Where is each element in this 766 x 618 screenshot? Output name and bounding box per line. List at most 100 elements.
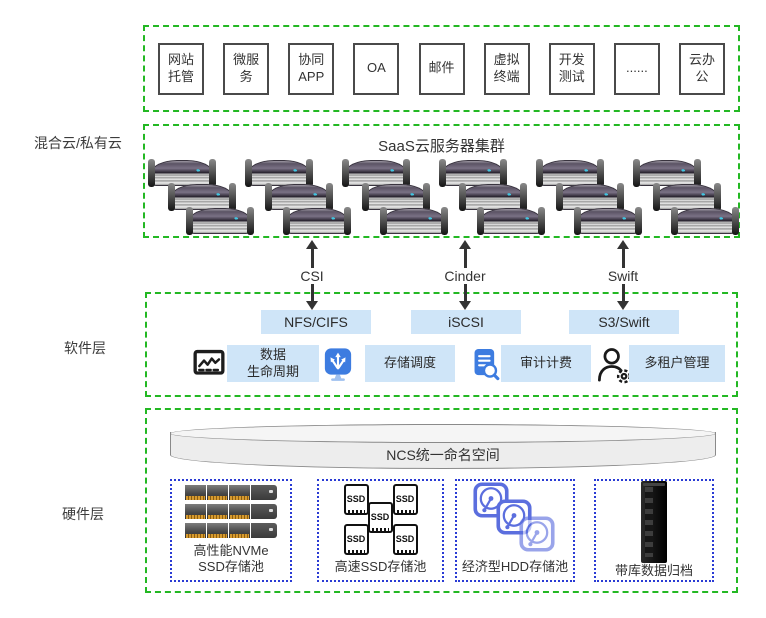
pool-label: 高速SSD存储池 [335,559,427,580]
ssd-chip-icon: SSD [392,483,418,515]
ssd-chip-icon: SSD [392,523,418,555]
server-icon [342,159,410,187]
pool-label-line1: 经济型HDD存储池 [461,558,569,574]
app-box-virtual-desktop: 虚拟终端 [483,42,530,95]
hardware-layer-label: 硬件层 [62,506,104,522]
hardware-layer-band: NCS统一命名空间 高性能NVMe SSD存储池 SSD SSD SSD [145,408,738,593]
server-icon [633,159,701,187]
pool-label-line1: 带库数据归档 [614,563,693,578]
feature-label: 审计计费 [501,345,591,382]
nvme-ssd-icon [172,481,290,543]
app-label: 协同APP [298,51,325,84]
saas-cluster-band: SaaS云服务器集群 [143,124,740,238]
app-label: ...... [626,60,648,76]
server-icon [556,183,624,211]
server-icon [671,207,739,235]
app-label: 云办公 [688,51,715,84]
arrow-down-icon [617,301,629,310]
app-box-mail: 邮件 [418,42,465,95]
app-label: 开发测试 [558,51,585,84]
hdd-grid [469,482,561,558]
app-label: 微服务 [233,51,260,84]
software-layer-label: 软件层 [64,340,106,356]
server-icon [574,207,642,235]
software-layer-band: NFS/CIFS iSCSI S3/Swift 数据 生命周期 [145,292,738,397]
protocol-s3-swift: S3/Swift [569,310,679,334]
app-box-microservice: 微服务 [223,42,270,95]
server-icon [148,159,216,187]
arrow-up-icon [306,240,318,249]
cylinder-top [170,424,716,443]
arrow-down-icon [306,301,318,310]
connector-label: Swift [604,268,642,284]
namespace-label: NCS统一命名空间 [386,447,500,463]
pool-label-line2: SSD存储池 [198,558,264,574]
pool-nvme-ssd: 高性能NVMe SSD存储池 [170,479,292,582]
server-icon [536,159,604,187]
server-row [148,159,701,187]
nvme-rows [185,485,277,539]
protocol-nfs-cifs: NFS/CIFS [261,310,371,334]
nvme-row [185,523,277,539]
feature-multi-tenant: 多租户管理 [593,345,725,383]
server-row [168,183,721,211]
data-lifecycle-icon [191,347,227,381]
arrow-up-icon [617,240,629,249]
ssd-grid: SSD SSD SSD SSD SSD [339,483,423,556]
server-icon [380,207,448,235]
pool-label: 高性能NVMe SSD存储池 [193,543,268,581]
app-box-ellipsis: ...... [613,42,660,95]
feature-label-line1: 审计计费 [519,355,572,371]
feature-label: 存储调度 [365,345,455,382]
app-box-dev-test: 开发测试 [548,42,595,95]
audit-billing-icon [469,347,501,381]
namespace-cylinder: NCS统一命名空间 [170,424,716,472]
pool-label: 带库数据归档 [615,563,693,584]
pool-label-line1: 高性能NVMe [193,542,269,558]
app-label: OA [366,60,386,76]
app-box-oa: OA [353,42,400,95]
app-box-cloud-office: 云办公 [679,42,725,95]
applications-band: 网站托管 微服务 协同APP OA 邮件 虚拟终端 开发测试 ...... 云办… [143,25,740,112]
feature-audit-billing: 审计计费 [469,345,591,382]
tape-library-icon [596,481,712,563]
ssd-chip-icon: SSD [343,523,369,555]
server-icon [283,207,351,235]
cinder-connector-arrow: Cinder [441,240,489,310]
hdd-disks-icon [457,481,573,559]
server-icon [459,183,527,211]
cloud-layer-label: 混合云/私有云 [34,135,122,151]
server-icon [245,159,313,187]
app-label: 网站托管 [167,51,194,84]
server-icon [168,183,236,211]
app-box-collab-app: 协同APP [288,42,335,95]
tape-tower [641,481,667,563]
app-box-web-hosting: 网站托管 [158,42,204,95]
feature-label-line2: 生命周期 [246,363,299,379]
swift-connector-arrow: Swift [604,240,642,310]
app-label: 邮件 [428,60,455,76]
feature-label-line1: 存储调度 [383,355,436,371]
pool-high-speed-ssd: SSD SSD SSD SSD SSD 高速SSD存储池 [317,479,444,582]
pool-label: 经济型HDD存储池 [462,559,568,580]
server-icon [362,183,430,211]
protocol-iscsi: iSCSI [411,310,521,334]
feature-data-lifecycle: 数据 生命周期 [191,345,319,382]
ssd-chips-icon: SSD SSD SSD SSD SSD [319,481,442,559]
server-icon [439,159,507,187]
feature-label: 数据 生命周期 [227,345,319,382]
pool-economy-hdd: 经济型HDD存储池 [455,479,575,582]
server-row [186,207,739,235]
ssd-chip-icon: SSD [343,483,369,515]
arrow-up-icon [459,240,471,249]
saas-cluster-title: SaaS云服务器集群 [378,138,505,155]
nvme-row [185,504,277,520]
feature-label-line1: 多租户管理 [644,355,710,371]
ssd-chip-icon: SSD [367,501,393,533]
server-icon [477,207,545,235]
arrow-down-icon [459,301,471,310]
feature-storage-scheduling: 存储调度 [323,345,455,382]
feature-label-line1: 数据 [259,347,286,363]
server-icon [186,207,254,235]
